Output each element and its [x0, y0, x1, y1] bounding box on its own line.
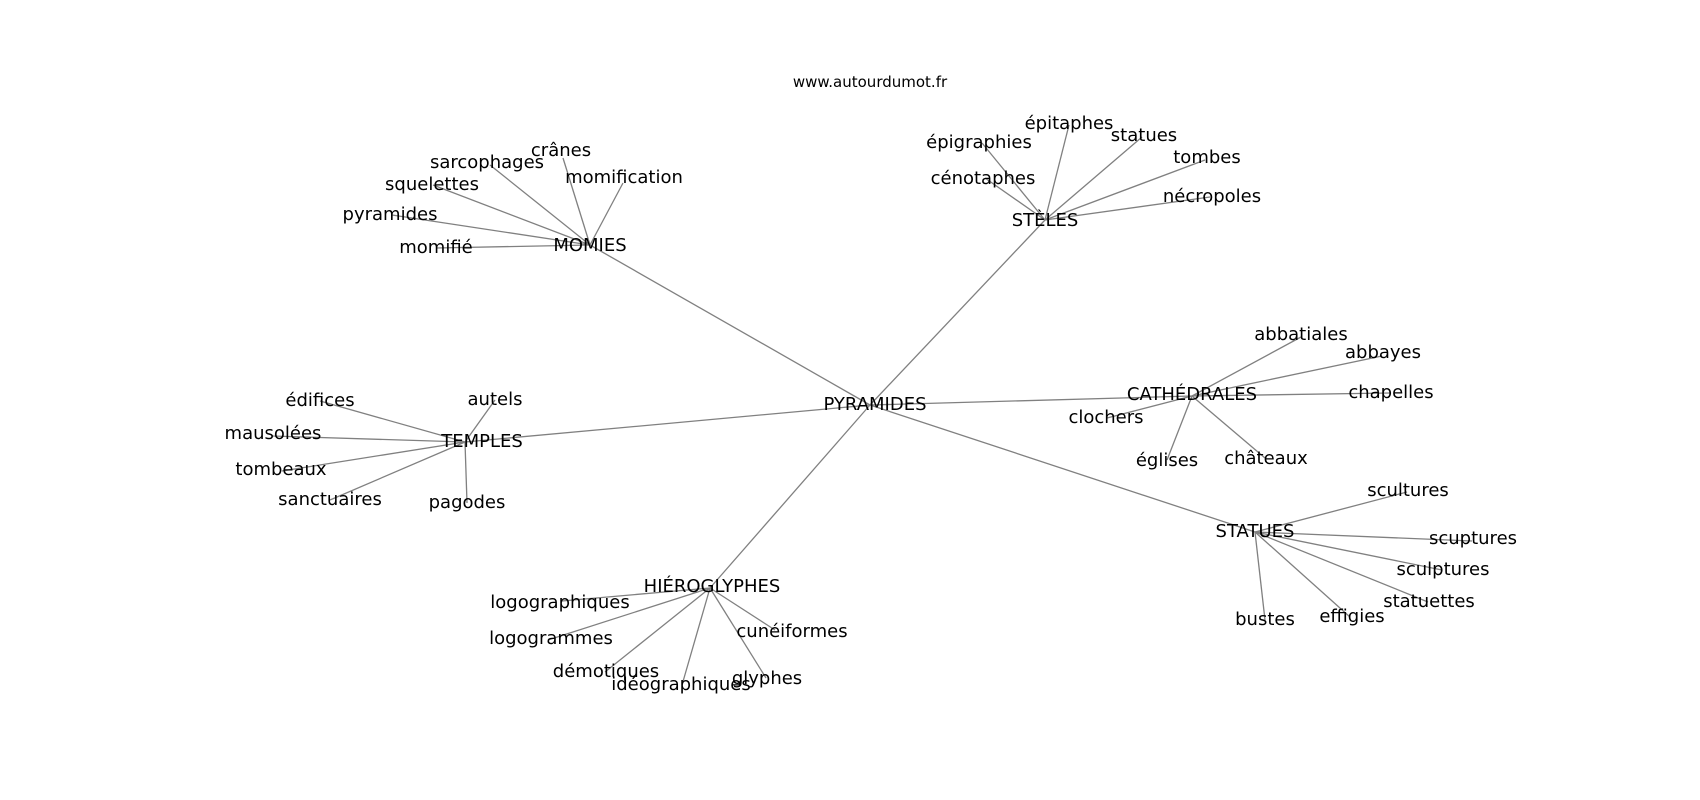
edge-temples-mausolees — [271, 435, 466, 443]
node-cuneiformes[interactable]: cunéiformes — [736, 621, 847, 642]
node-logogrammes[interactable]: logogrammes — [489, 628, 613, 649]
edge-pyramides-momies — [589, 244, 871, 406]
node-temples[interactable]: TEMPLES — [440, 431, 523, 452]
edge-cathedrales-chateaux — [1191, 395, 1266, 459]
node-tombes[interactable]: tombes — [1173, 147, 1240, 168]
edge-momies-pyramides-leaf — [391, 214, 591, 246]
edge-cathedrales-abbayes — [1191, 355, 1383, 397]
node-sculptures[interactable]: sculptures — [1396, 559, 1489, 580]
node-mausolees[interactable]: mausolées — [225, 423, 322, 444]
node-cenotaphes[interactable]: cénotaphes — [931, 168, 1036, 189]
edge-temples-edifices — [319, 400, 466, 443]
edge-steles-necropoles — [1044, 196, 1211, 221]
node-abbayes[interactable]: abbayes — [1345, 342, 1421, 363]
node-pagodes[interactable]: pagodes — [429, 492, 506, 513]
edge-statues-scultures — [1254, 491, 1408, 533]
edge-cathedrales-eglises — [1166, 395, 1193, 461]
edge-statues-sculptures — [1254, 531, 1443, 571]
edge-momies-squelettes — [432, 184, 591, 246]
node-glyphes[interactable]: glyphes — [732, 668, 802, 689]
node-momifie[interactable]: momifié — [399, 237, 473, 258]
edge-steles-statues-leaf — [1044, 136, 1143, 221]
node-hieroglyphes[interactable]: HIÉROGLYPHES — [644, 575, 781, 597]
edge-cathedrales-abbatiales — [1191, 336, 1302, 397]
node-effigies[interactable]: effigies — [1319, 606, 1384, 627]
node-necropoles[interactable]: nécropoles — [1163, 186, 1261, 207]
node-chapelles[interactable]: chapelles — [1348, 382, 1433, 403]
edge-hieroglyphes-demotiques — [604, 587, 711, 673]
edge-pyramides-hieroglyphes — [709, 404, 871, 589]
edge-pyramides-statues — [869, 404, 1256, 533]
node-logographiques[interactable]: logographiques — [490, 592, 629, 613]
edge-temples-pagodes — [464, 441, 468, 504]
node-ideographiques[interactable]: idéographiques — [611, 674, 751, 695]
edge-steles-tombes — [1044, 159, 1206, 221]
edge-cathedrales-chapelles — [1191, 392, 1391, 397]
edge-statues-bustes — [1254, 531, 1266, 621]
edge-momies-momifie — [435, 244, 591, 249]
node-bustes[interactable]: bustes — [1235, 609, 1295, 630]
edge-statues-statuettes — [1254, 531, 1429, 603]
node-eglises[interactable]: églises — [1136, 450, 1198, 471]
edge-steles-epigraphies — [981, 142, 1046, 221]
edge-hieroglyphes-ideographiques — [681, 587, 711, 686]
node-scuptures[interactable]: scuptures — [1429, 528, 1517, 549]
edge-temples-tombeaux — [281, 441, 466, 472]
graph-edges — [271, 124, 1473, 686]
node-cathedrales[interactable]: CATHÉDRALES — [1127, 383, 1257, 405]
node-statues[interactable]: STATUES — [1216, 521, 1295, 542]
node-sarcophages[interactable]: sarcophages — [430, 152, 544, 173]
node-demotiques[interactable]: démotiques — [553, 661, 659, 682]
node-epitaphes[interactable]: épitaphes — [1025, 113, 1114, 134]
node-epigraphies[interactable]: épigraphies — [926, 132, 1032, 153]
edge-pyramides-steles — [869, 219, 1046, 406]
edge-steles-cenotaphes — [984, 177, 1046, 221]
site-url: www.autourdumot.fr — [793, 73, 948, 91]
edge-momies-sarcophages — [489, 164, 591, 246]
node-abbatiales[interactable]: abbatiales — [1254, 324, 1347, 345]
node-squelettes[interactable]: squelettes — [385, 174, 479, 195]
edge-temples-autels — [464, 399, 496, 443]
edge-statues-scuptures — [1254, 531, 1473, 542]
node-edifices[interactable]: édifices — [285, 390, 354, 411]
node-clochers[interactable]: clochers — [1068, 407, 1143, 428]
edge-steles-epitaphes — [1044, 124, 1070, 221]
edge-hieroglyphes-logogrammes — [547, 587, 711, 641]
edge-statues-effigies — [1254, 531, 1351, 618]
node-cranes[interactable]: crânes — [531, 140, 591, 161]
node-steles[interactable]: STÈLES — [1012, 209, 1079, 231]
edge-pyramides-temples — [464, 404, 871, 443]
edge-hieroglyphes-glyphes — [709, 587, 767, 679]
node-autels[interactable]: autels — [468, 389, 523, 410]
node-statues-leaf[interactable]: statues — [1111, 125, 1177, 146]
node-tombeaux[interactable]: tombeaux — [235, 459, 327, 480]
edge-momies-momification — [589, 182, 624, 246]
node-scultures[interactable]: scultures — [1367, 480, 1449, 501]
edge-hieroglyphes-logographiques — [561, 587, 711, 602]
edge-momies-cranes — [562, 157, 591, 246]
node-pyramides[interactable]: PYRAMIDES — [823, 394, 926, 415]
edge-temples-sanctuaires — [329, 441, 466, 501]
edge-cathedrales-clochers — [1106, 395, 1193, 419]
node-pyramides-leaf[interactable]: pyramides — [343, 204, 438, 225]
node-chateaux[interactable]: châteaux — [1224, 448, 1308, 469]
node-momification[interactable]: momification — [565, 167, 683, 188]
edge-pyramides-cathedrales — [869, 395, 1193, 406]
node-momies[interactable]: MOMIES — [553, 235, 626, 256]
node-statuettes[interactable]: statuettes — [1383, 591, 1475, 612]
edge-hieroglyphes-cuneiformes — [709, 587, 776, 631]
node-sanctuaires[interactable]: sanctuaires — [278, 489, 382, 510]
